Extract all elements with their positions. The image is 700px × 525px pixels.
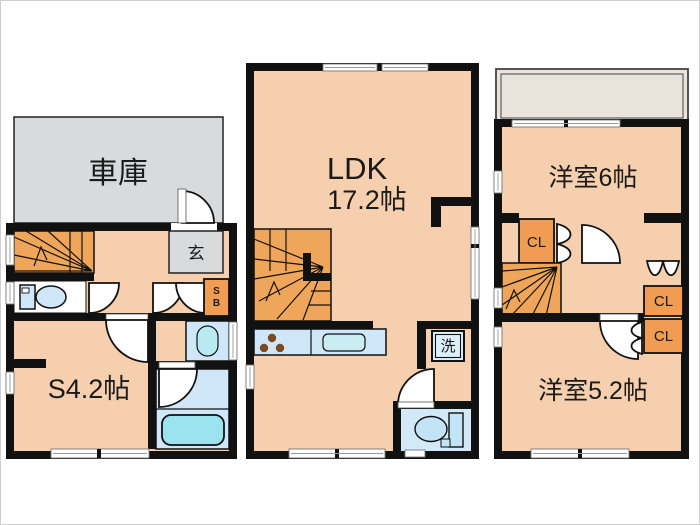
bathtub-icon [161,414,225,446]
closet-1-label: CL [527,234,546,251]
closet-1 [518,218,555,264]
bathroom-door-arc [158,368,198,408]
toilet-2f-left-wall [393,409,401,451]
staircase-3f-treads [501,266,558,317]
closet-2-label: CL [654,293,673,310]
ldk-label: LDK [327,151,388,186]
entrance-opening [171,223,217,231]
staircase-1f-treads [13,230,93,273]
closet-2 [643,285,684,317]
bedroom52-label: 洋室5.2帖 [538,377,648,405]
1f-inner-wall [148,316,156,449]
bathroom-door-leaf [158,361,196,369]
entrance-door-leaf [177,188,187,224]
closet-3-bifold-door [630,336,643,356]
stove-burner-icon [267,333,277,343]
ldk-size-label: 17.2帖 [327,185,407,215]
toilet-2f-door-leaf [397,401,435,409]
stove-burner-icon [275,343,285,353]
window-frames-1f [9,237,234,454]
wall-below-stairs-2f [254,321,373,329]
2f-wall-seg-v [431,206,441,227]
window-frames-2f [249,67,476,454]
floorplan-2f: LDK 17.2帖 洗 [245,63,480,459]
window-frames-3f [497,123,627,454]
staircase-3f [501,262,562,317]
washer-wall-h [417,321,471,329]
entrance-label: 玄 [188,244,205,263]
balcony-inner-line [500,73,684,119]
washer-label: 洗 [440,338,455,355]
floorplan-1f: 車庫 玄 S B S4.2帖 [5,116,238,459]
toilet-lid-icon [21,287,30,294]
vanity-sink-icon [196,325,219,357]
balcony [495,68,689,124]
service-room-door-arc [105,319,149,363]
shoe-box-label-b: B [213,298,220,309]
wall-below-stairs-1f [14,273,94,281]
3f-wall-seg-right [644,213,689,223]
shoe-box-label-s: S [213,286,220,297]
toilet-bowl-icon [414,415,448,443]
washer-box-inner [434,333,462,359]
bedroom52-door-leaf [599,313,639,322]
window [404,449,426,458]
stairwell-wall-h [303,273,331,281]
floorplan-3f: 洋室6帖 CL CL CL 洋室5.2帖 [493,68,689,459]
toilet-bowl-icon [35,285,67,309]
bedroom52-door-arc [599,320,639,360]
kitchen-counter [253,328,387,356]
entrance-hall [168,230,224,274]
bedroom6-label: 洋室6帖 [549,164,638,192]
closet-3-label: CL [654,328,673,345]
service-room-label: S4.2帖 [48,374,131,404]
closet-3 [643,318,684,354]
washer-box [431,330,465,362]
1f-wall-stub [14,359,46,368]
3f-wall-seg-left [494,213,519,223]
washer-wall-v [417,329,426,369]
stove-burner-icon [259,343,269,353]
window-mullion [97,449,101,458]
wall-below-stairs-3f [494,313,644,322]
toilet-door-1f [88,282,120,314]
garage-label: 車庫 [88,157,148,190]
stairwell-wall-v [303,253,311,279]
toilet-tank-icon [448,412,464,448]
bedroom6-door-arc [581,224,621,264]
toilet-seat-icon [440,438,451,448]
shoe-box [203,278,230,317]
kitchen-sink-icon [322,333,366,352]
closet-2-bifold-door [661,260,681,277]
2f-wall-seg-h [431,197,471,206]
staircase-2f-treads [253,229,331,321]
